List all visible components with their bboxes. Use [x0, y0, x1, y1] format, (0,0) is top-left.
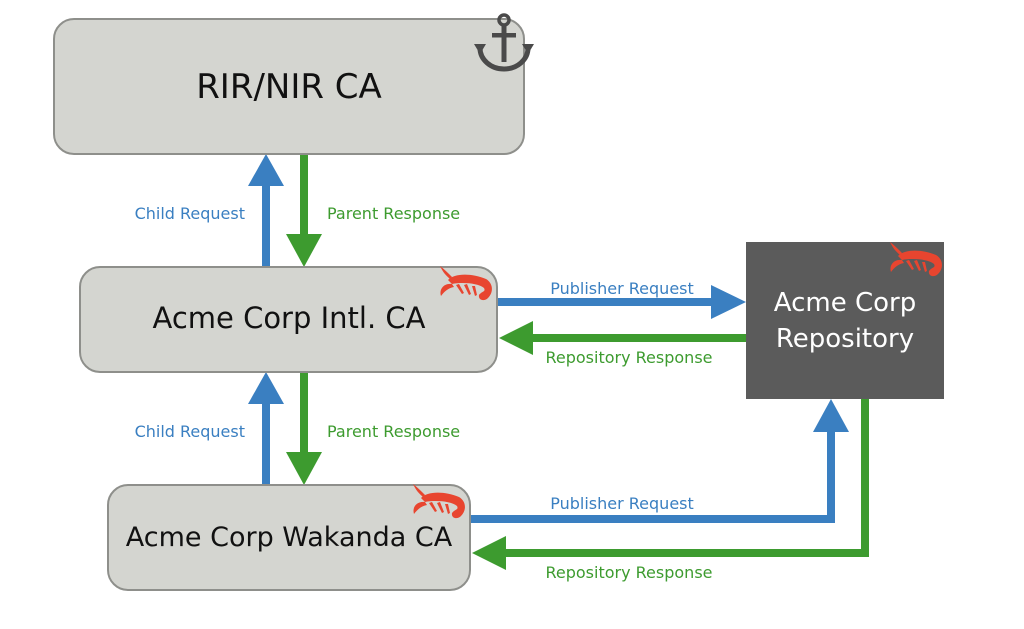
parent-response-arrow-head-upper	[286, 234, 322, 267]
acme-corp-repository-node: Acme Corp Repository	[746, 242, 944, 399]
intl-publisher-request-arrow-head	[711, 285, 746, 319]
acme-corp-wakanda-ca-node: Acme Corp Wakanda CA	[107, 484, 471, 591]
rir-nir-ca-node: RIR/NIR CA	[53, 13, 534, 155]
edge-label-intl-child-request: Child Request	[135, 204, 245, 223]
repository-label-line-1: Acme Corp	[774, 288, 916, 318]
edge-label-wakanda-repository-response: Repository Response	[545, 563, 712, 582]
edge-label-wakanda-publisher-request: Publisher Request	[550, 494, 694, 513]
wakanda-repository-response-arrow-vertical	[861, 399, 869, 557]
edge-label-rir-parent-response: Parent Response	[327, 204, 460, 223]
intl-repository-response-arrow-shaft	[527, 334, 749, 342]
intl-publisher-request-arrow-shaft	[497, 298, 719, 306]
parent-response-arrow-shaft-lower	[300, 372, 308, 460]
edge-label-intl-parent-response: Parent Response	[327, 422, 460, 441]
repository-label-line-2: Repository	[776, 324, 914, 354]
acme-corp-intl-ca-label: Acme Corp Intl. CA	[152, 301, 425, 335]
child-request-arrow-head-lower	[248, 372, 284, 404]
intl-repository-response-arrow-head	[499, 321, 533, 355]
edge-label-wakanda-child-request: Child Request	[135, 422, 245, 441]
wakanda-publisher-request-arrow-head	[813, 399, 849, 432]
edge-label-intl-repository-response: Repository Response	[545, 348, 712, 367]
child-request-arrow-shaft-upper	[262, 180, 270, 267]
wakanda-publisher-request-arrow-vertical	[827, 425, 835, 523]
wakanda-repository-response-arrow-head	[472, 536, 506, 570]
parent-response-arrow-shaft-upper	[300, 154, 308, 242]
wakanda-repository-response-arrow-horizontal	[503, 549, 869, 557]
edge-label-intl-publisher-request: Publisher Request	[550, 279, 694, 298]
parent-response-arrow-head-lower	[286, 452, 322, 485]
wakanda-publisher-request-arrow-horizontal	[470, 515, 835, 523]
anchor-icon	[474, 13, 534, 72]
acme-corp-intl-ca-node: Acme Corp Intl. CA	[79, 266, 498, 373]
rir-nir-ca-label: RIR/NIR CA	[196, 67, 382, 107]
child-request-arrow-head-upper	[248, 154, 284, 186]
child-request-arrow-shaft-lower	[262, 398, 270, 485]
acme-corp-wakanda-ca-label: Acme Corp Wakanda CA	[126, 522, 453, 553]
